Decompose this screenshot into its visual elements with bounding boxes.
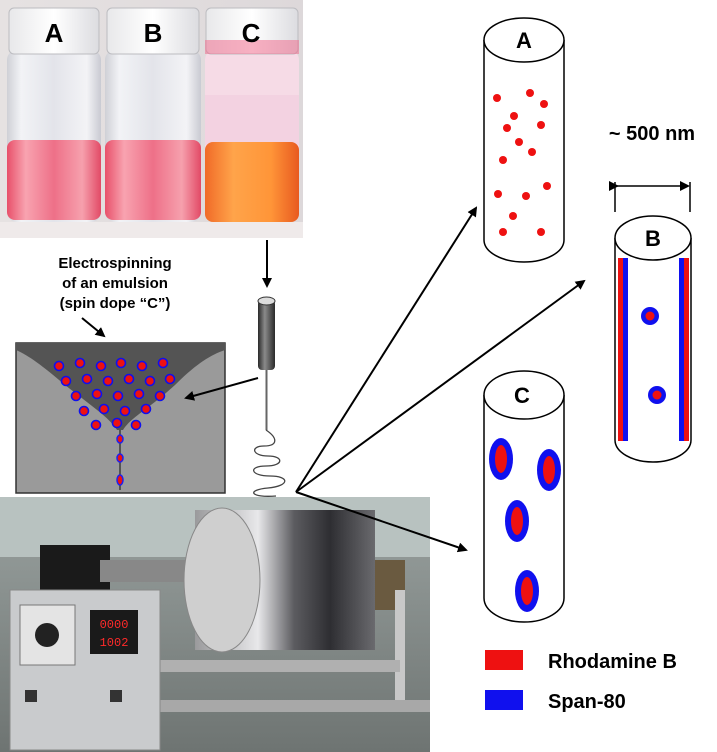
vial-a-label: A [45, 18, 64, 48]
rhodamine-dot [499, 156, 507, 164]
arrow-to-fiber-a [295, 206, 478, 493]
fiber-a: A [483, 17, 565, 263]
rhodamine-dot [540, 100, 548, 108]
rhodamine-dot [537, 228, 545, 236]
electrospinning-machine-photo: 0000 1002 [0, 497, 430, 752]
emulsion-droplet [157, 357, 169, 369]
vial-b [105, 7, 201, 222]
emulsion-droplet [70, 390, 82, 402]
rhodamine-dot [494, 190, 502, 198]
emulsion-droplet [115, 357, 127, 369]
emulsion-caption-line2: of an emulsion [62, 275, 168, 292]
legend-span-swatch [485, 690, 523, 710]
rhodamine-dot [509, 212, 517, 220]
vial-photo: A B C [0, 0, 303, 238]
rhodamine-dot [503, 124, 511, 132]
legend-span-label: Span-80 [548, 691, 626, 713]
emulsion-droplet [111, 417, 123, 429]
emulsion-droplet [136, 360, 148, 372]
vial-b-label: B [144, 18, 163, 48]
controller-readout-top: 0000 [100, 618, 129, 632]
rhodamine-dot [528, 148, 536, 156]
legend-rhodamine-swatch [485, 650, 523, 670]
fiber-a-label: A [516, 28, 532, 53]
arrow-to-fiber-b [295, 279, 586, 493]
rhodamine-dot [526, 89, 534, 97]
emulsion-droplet [154, 390, 166, 402]
rhodamine-dot [543, 182, 551, 190]
rhodamine-dot [510, 112, 518, 120]
diameter-label: ~ 500 nm [609, 123, 695, 145]
legend: Rhodamine B Span-80 [485, 650, 677, 713]
vial-c-label: C [242, 18, 261, 48]
emulsion-caption-line3: (spin dope “C”) [60, 295, 171, 312]
jet-droplets [116, 434, 124, 486]
emulsion-droplet [60, 375, 72, 387]
emulsion-droplet [91, 388, 103, 400]
fiber-b: ~ 500 nm B [609, 123, 695, 463]
emulsion-droplets [53, 357, 176, 431]
emulsion-droplet [95, 360, 107, 372]
emulsion-droplet [102, 375, 114, 387]
emulsion-droplet [98, 403, 110, 415]
arrow-to-fiber-c [295, 491, 468, 553]
emulsion-droplet [119, 405, 131, 417]
arrow-syringe-to-cone [184, 377, 259, 401]
rhodamine-dot [493, 94, 501, 102]
rhodamine-dot [515, 138, 523, 146]
fiber-c-label: C [514, 383, 530, 408]
rhodamine-dot [537, 121, 545, 129]
vial-a [7, 7, 101, 222]
controller-readout-bottom: 1002 [100, 636, 129, 650]
emulsion-droplet [140, 403, 152, 415]
fiber-c: C [483, 370, 565, 623]
emulsion-droplet [112, 390, 124, 402]
arrow-caption-to-cone [81, 317, 106, 338]
fiber-c-droplets [489, 438, 561, 612]
legend-rhodamine-label: Rhodamine B [548, 651, 677, 673]
emulsion-droplet [133, 388, 145, 400]
emulsion-droplet [53, 360, 65, 372]
emulsion-droplet [123, 373, 135, 385]
emulsion-droplet [90, 419, 102, 431]
emulsion-droplet [144, 375, 156, 387]
emulsion-droplet [164, 373, 176, 385]
emulsion-caption-line1: Electrospinning [58, 255, 171, 272]
vial-c [205, 7, 299, 222]
rhodamine-dot [499, 228, 507, 236]
fiber-arrows [295, 206, 586, 553]
spinneret [253, 296, 286, 497]
emulsion-caption: Electrospinning of an emulsion (spin dop… [58, 255, 171, 312]
fiber-b-label: B [645, 226, 661, 251]
rhodamine-dot [522, 192, 530, 200]
taylor-cone-image [15, 342, 226, 494]
emulsion-droplet [78, 405, 90, 417]
emulsion-droplet [81, 373, 93, 385]
emulsion-droplet [130, 419, 142, 431]
fiber-a-dots [493, 89, 551, 236]
emulsion-droplet [74, 357, 86, 369]
